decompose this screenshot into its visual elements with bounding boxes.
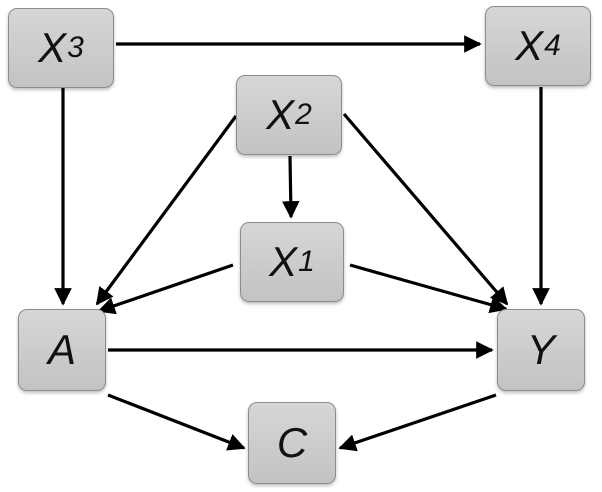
node-c-label: C bbox=[276, 419, 308, 466]
node-x3-subscript: 3 bbox=[67, 31, 84, 64]
node-x2-subscript: 2 bbox=[295, 98, 312, 131]
node-x1-subscript: 1 bbox=[298, 245, 315, 278]
node-x3-label: X bbox=[38, 24, 67, 71]
edge-a-to-c bbox=[107, 393, 246, 451]
edge-x2-to-y bbox=[342, 112, 509, 306]
edge-y-to-c bbox=[338, 393, 497, 452]
edge-x2-to-x1 bbox=[281, 155, 300, 219]
node-x2-label: X bbox=[266, 91, 295, 138]
node-x4-subscript: 4 bbox=[544, 29, 561, 62]
node-y-label: Y bbox=[526, 326, 555, 373]
edge-x1-to-y bbox=[349, 263, 508, 314]
node-x1-label: X bbox=[269, 238, 298, 285]
node-a-label: A bbox=[47, 326, 76, 373]
edge-x1-to-a bbox=[97, 263, 234, 315]
node-x4-label: X bbox=[515, 22, 544, 69]
node-a: A bbox=[18, 309, 106, 391]
node-y: Y bbox=[497, 309, 585, 391]
edge-x2-to-a bbox=[95, 115, 238, 306]
node-c: C bbox=[248, 402, 336, 484]
